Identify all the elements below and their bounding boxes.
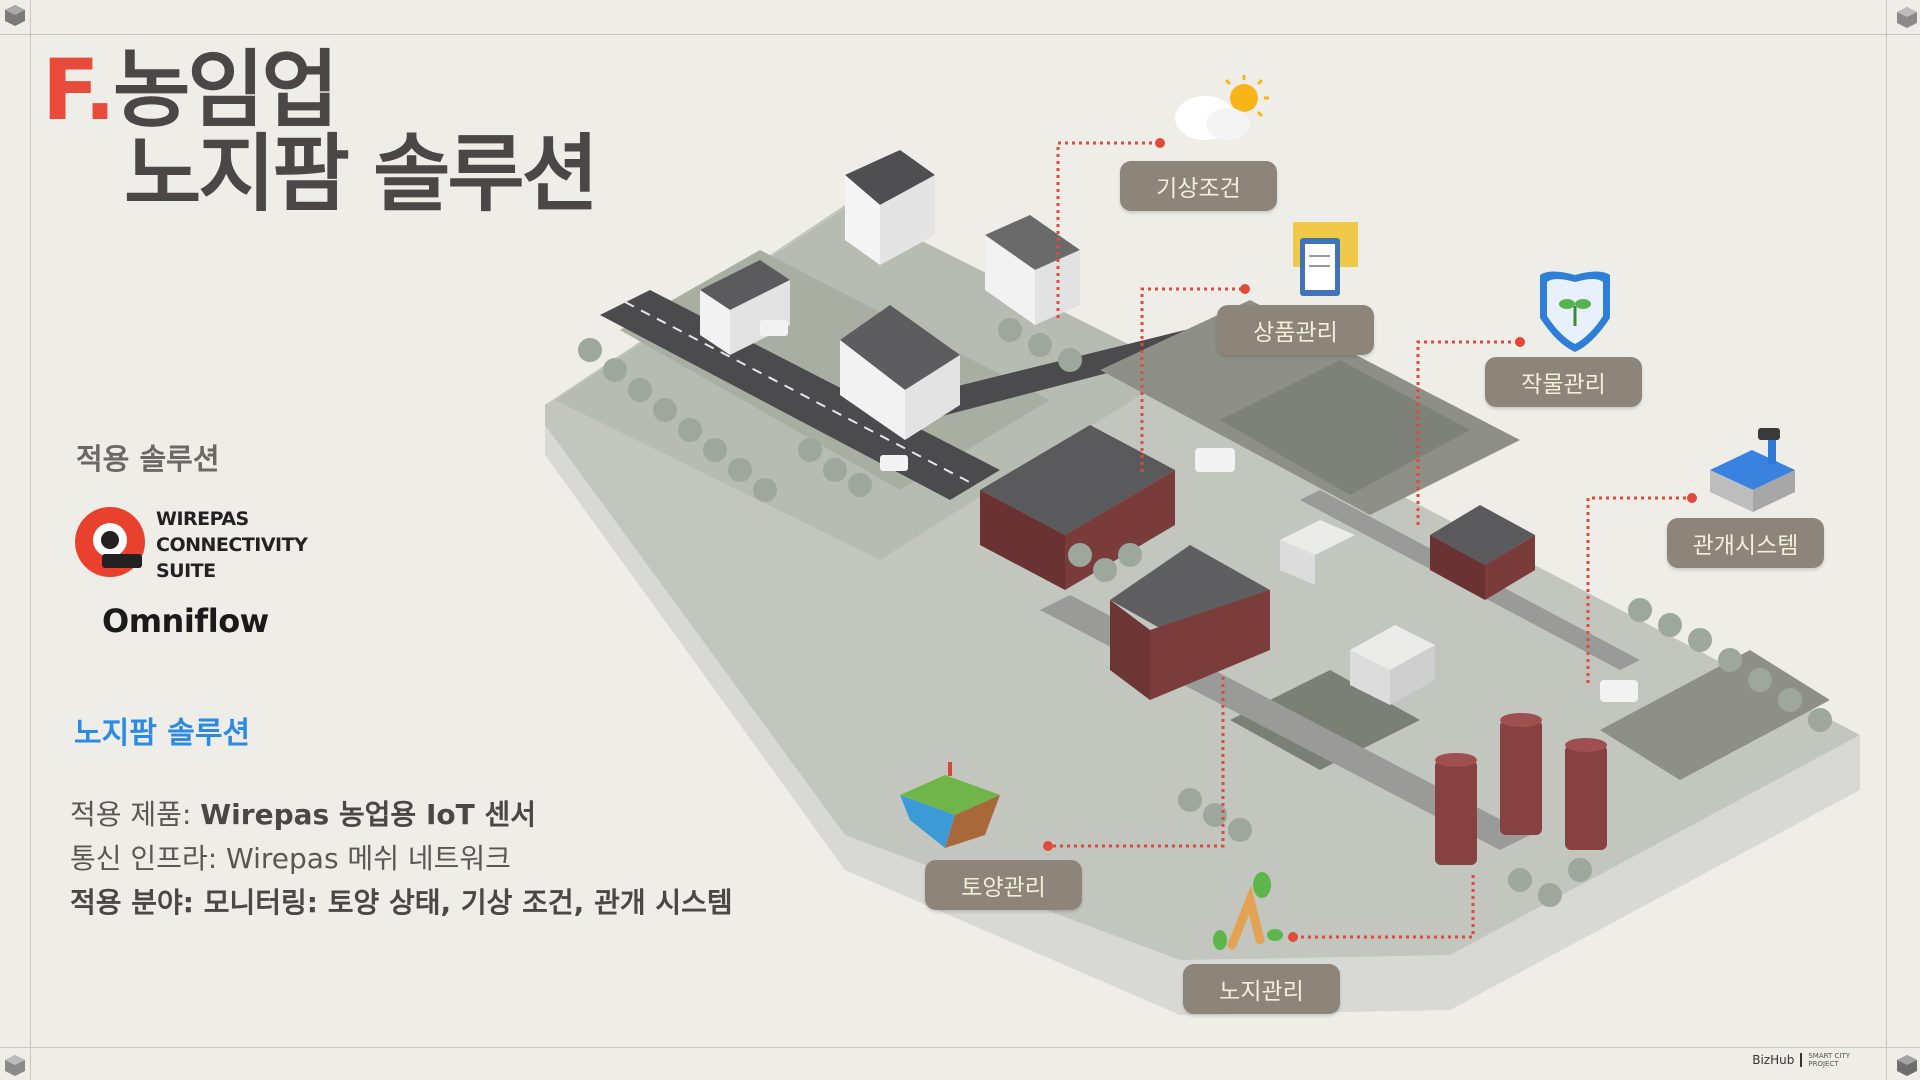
connector-dots	[1043, 138, 1697, 942]
callout-field[interactable]: 노지관리	[1183, 964, 1340, 1014]
product-line: 적용 제품: Wirepas 농업용 IoT 센서	[70, 793, 536, 833]
wirepas-logo-icon	[75, 507, 145, 577]
title-line2: 노지팜 솔루션	[124, 125, 599, 223]
footer-project: SMART CITY PROJECT	[1808, 1052, 1850, 1068]
footer-brand: BizHub SMART CITY PROJECT	[1752, 1052, 1850, 1068]
callout-irrigation[interactable]: 관개시스템	[1667, 518, 1824, 568]
sprout-branch-icon	[1213, 872, 1283, 950]
wirepas-logo-line3: SUITE	[156, 560, 216, 582]
car	[760, 320, 788, 336]
omniflow-logo: Omniflow	[102, 602, 269, 640]
callout-crop[interactable]: 작물관리	[1485, 357, 1642, 407]
field-line: 적용 분야: 모니터링: 토양 상태, 기상 조건, 관개 시스템	[70, 886, 733, 919]
footer-separator	[1800, 1053, 1803, 1067]
silo	[1500, 713, 1542, 835]
car	[880, 455, 908, 471]
truck	[1195, 448, 1235, 472]
infra-line: 통신 인프라: Wirepas 메쉬 네트워크	[70, 842, 511, 875]
frame-top-line	[0, 34, 1920, 35]
frame-right-line	[1886, 0, 1887, 1080]
callout-weather[interactable]: 기상조건	[1120, 161, 1277, 211]
product-label: 적용 제품:	[70, 798, 192, 831]
silo	[1435, 753, 1477, 865]
product-value: Wirepas 농업용 IoT 센서	[200, 798, 536, 831]
truck	[1600, 680, 1638, 702]
weather-sun-cloud-icon	[1175, 75, 1269, 140]
shield-sprout-icon	[1540, 271, 1610, 352]
callout-product[interactable]: 상품관리	[1217, 305, 1374, 355]
applied-solution-label: 적용 솔루션	[76, 442, 220, 476]
house	[840, 305, 960, 440]
corner-cube-icon	[5, 1055, 25, 1076]
red-barn	[1110, 545, 1270, 700]
wirepas-logo-line1: WIREPAS	[156, 508, 249, 530]
solution-title: 노지팜 솔루션	[74, 716, 251, 751]
tree-cluster	[578, 318, 1832, 907]
footer-line2: PROJECT	[1808, 1060, 1839, 1068]
clipboard-box-icon	[1293, 222, 1358, 296]
frame-bottom-line	[0, 1047, 1920, 1048]
frame-left-line	[30, 0, 31, 1080]
page-title: F.농임업 노지팜 솔루션	[42, 48, 599, 223]
title-line1: 농임업	[112, 41, 339, 139]
house	[700, 260, 790, 355]
callout-soil[interactable]: 토양관리	[925, 860, 1082, 910]
silo	[1565, 738, 1607, 850]
red-barn	[980, 425, 1175, 590]
water-pipe-icon	[1710, 428, 1795, 512]
footer-line1: SMART CITY	[1808, 1052, 1850, 1060]
footer-brand-name: BizHub	[1752, 1053, 1795, 1067]
house	[845, 150, 935, 265]
connector-lines	[1050, 141, 1690, 939]
corner-cube-icon	[5, 5, 25, 26]
soil-island-icon	[900, 762, 1000, 848]
wirepas-logo-line2: CONNECTIVITY	[156, 534, 308, 556]
corner-cube-icon	[1897, 1055, 1917, 1076]
red-barn	[1430, 505, 1535, 600]
title-prefix: F.	[42, 41, 116, 139]
corner-cube-icon	[1897, 7, 1917, 28]
wirepas-logo: WIREPAS CONNECTIVITY SUITE	[72, 500, 312, 590]
